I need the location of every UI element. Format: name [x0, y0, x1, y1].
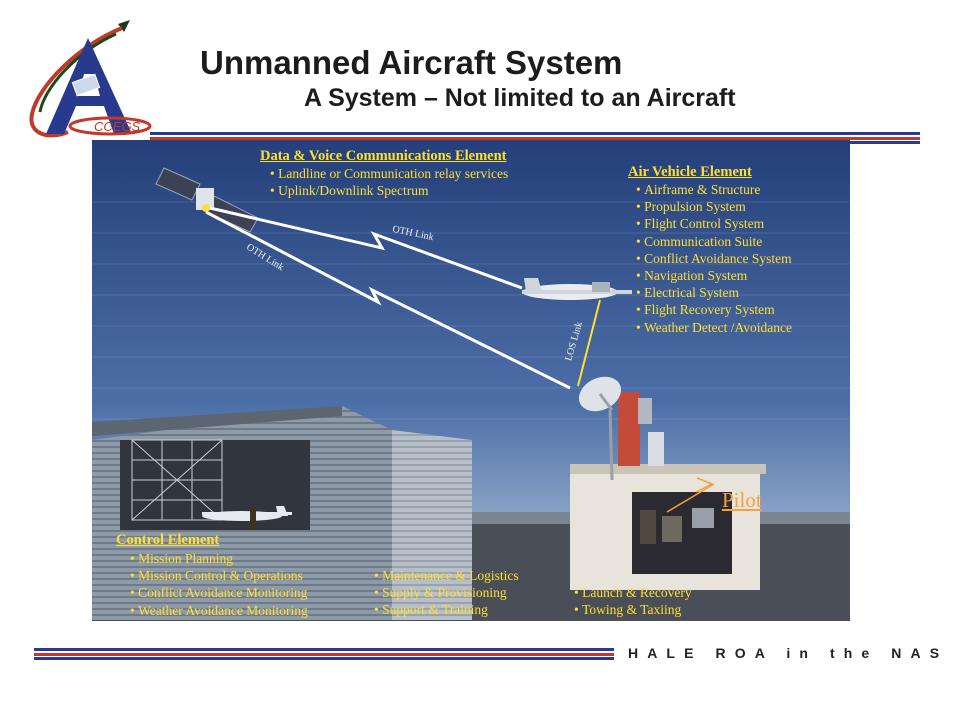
data-voice-element: Data & Voice Communications Element Land… [260, 148, 508, 199]
los-link [577, 299, 601, 387]
oth-link-lower [205, 210, 571, 390]
uas-illustration: OTH Link OTH Link LOS Link Data & Voice … [92, 140, 850, 621]
data-voice-item: Landline or Communication relay services [270, 165, 508, 182]
data-voice-heading: Data & Voice Communications Element [260, 148, 507, 164]
air-vehicle [522, 278, 632, 300]
air-vehicle-item: Conflict Avoidance System [636, 250, 792, 267]
control-list-col3: Launch & Recovery Towing & Taxiing [574, 584, 692, 618]
pilot-label: Pilot [722, 488, 762, 512]
air-vehicle-item: Flight Control System [636, 215, 792, 232]
control-list-col2: Maintenance & Logistics Supply & Provisi… [374, 567, 519, 619]
page-subtitle: A System – Not limited to an Aircraft [304, 84, 736, 112]
control-item: Weather Avoidance Monitoring [130, 602, 308, 619]
air-vehicle-item: Weather Detect /Avoidance [636, 319, 792, 336]
air-vehicle-item: Flight Recovery System [636, 301, 792, 318]
air-vehicle-item: Propulsion System [636, 198, 792, 215]
logo-arrow-tip [118, 20, 130, 32]
air-vehicle-item: Electrical System [636, 284, 792, 301]
air-vehicle-heading: Air Vehicle Element [628, 164, 752, 180]
data-voice-item: Uplink/Downlink Spectrum [270, 182, 508, 199]
air-vehicle-item: Communication Suite [636, 233, 792, 250]
air-vehicle-item: Airframe & Structure [636, 181, 792, 198]
logo-text: CCEGS [94, 119, 141, 134]
radar-dish [578, 376, 622, 481]
footer-text: HALE ROA in the NAS [628, 645, 949, 661]
air-vehicle-item: Navigation System [636, 267, 792, 284]
control-list-col1: Mission Planning Mission Control & Opera… [130, 550, 308, 619]
control-item: Towing & Taxiing [574, 601, 692, 618]
page-title: Unmanned Aircraft System [200, 44, 623, 81]
control-element-heading: Control Element [116, 532, 220, 548]
pilot-pointer [695, 477, 714, 493]
hangar-aircraft [202, 506, 292, 521]
control-item: Conflict Avoidance Monitoring [130, 584, 308, 601]
control-element-heading-wrap: Control Element [116, 532, 219, 549]
control-item: Maintenance & Logistics [374, 567, 518, 584]
control-item: Supply & Provisioning [374, 584, 519, 601]
control-item: Mission Control & Operations [130, 567, 308, 584]
antenna-tower [618, 392, 640, 466]
oth-link-upper [209, 206, 523, 290]
air-vehicle-element: Air Vehicle Element Airframe & Structure… [628, 164, 792, 336]
control-item: Mission Planning [130, 550, 308, 567]
ccegs-logo: CCEGS [29, 20, 152, 138]
footer-rule [34, 648, 614, 660]
control-item: Launch & Recovery [574, 584, 691, 601]
control-item: Support & Training [374, 601, 519, 618]
